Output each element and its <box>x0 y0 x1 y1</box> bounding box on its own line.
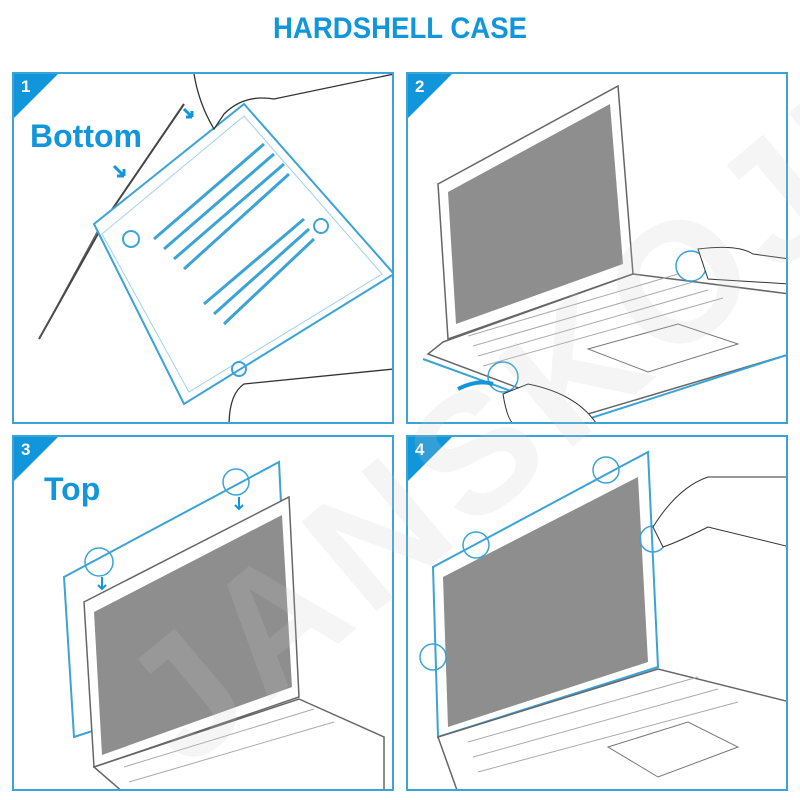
step-1-panel: 1 Bottom <box>12 72 394 424</box>
step-number-badge <box>408 74 452 118</box>
step-number-badge <box>14 437 58 481</box>
step-label: Bottom <box>30 118 142 154</box>
top-case-illustration <box>62 460 385 789</box>
page-title: HARDSHELL CASE <box>272 12 528 45</box>
step-number: 1 <box>21 77 31 96</box>
step-4-panel: 4 <box>406 435 788 791</box>
step-number-badge <box>408 437 452 481</box>
bottom-case-illustration <box>38 74 392 422</box>
step-3-panel: 3 Top <box>12 435 394 791</box>
step-2-panel: 2 <box>406 72 788 424</box>
step-number: 2 <box>415 77 425 96</box>
bottom-case-attach-illustration <box>422 84 786 422</box>
step-label: Top <box>44 471 101 507</box>
step-number: 3 <box>21 440 31 459</box>
top-case-attach-illustration <box>419 450 786 789</box>
step-number: 4 <box>415 440 425 459</box>
step-number-badge <box>14 74 58 118</box>
